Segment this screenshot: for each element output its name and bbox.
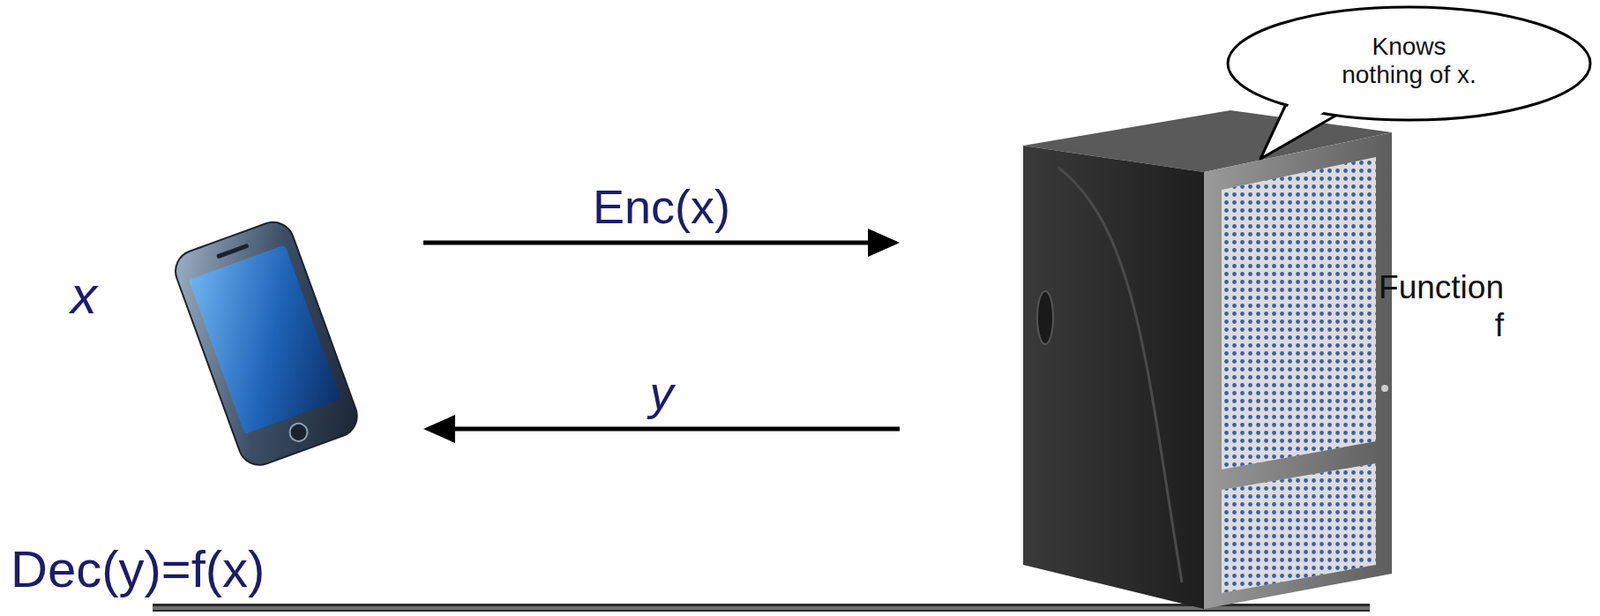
formula-label: Dec(y)=f(x) <box>10 539 265 599</box>
speech-bubble: Knows nothing of x. <box>1221 1 1597 126</box>
edge-label: Enc(x) <box>589 179 734 234</box>
node-text: Knows nothing of x. <box>1330 32 1489 90</box>
phone-node: x <box>61 202 424 486</box>
server-icon <box>1023 110 1392 609</box>
server-node: Function f <box>899 101 1597 616</box>
node-text: Function f <box>1369 269 1504 344</box>
edge-label: y <box>646 365 678 420</box>
phone-icon <box>169 216 363 471</box>
node-text: x <box>70 264 98 326</box>
